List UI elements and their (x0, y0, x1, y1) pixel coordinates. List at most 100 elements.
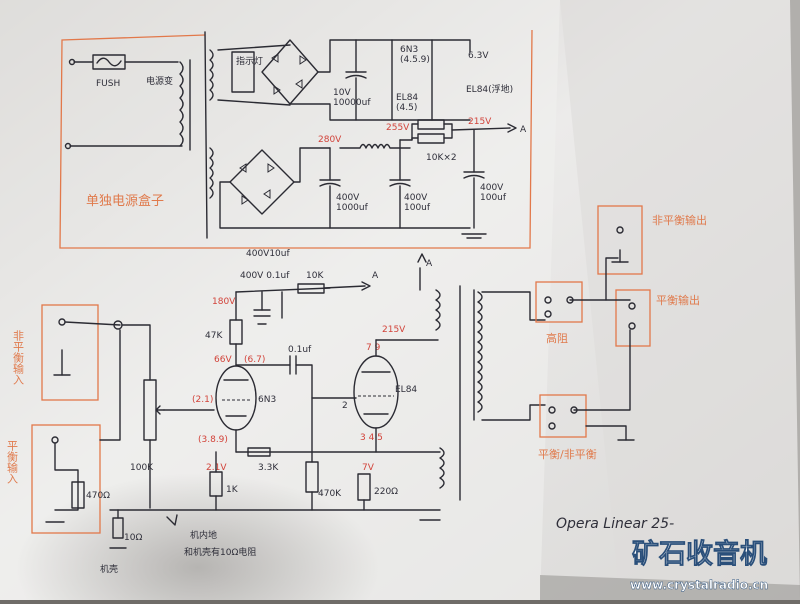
lamp-box (231, 51, 255, 93)
heater-wire-bot (217, 99, 291, 106)
watermark-cn: 矿石收音机 (632, 538, 767, 570)
lamp-label: 指示灯 (236, 55, 263, 67)
unbal-output-label: 非平衡输出 (652, 213, 707, 227)
bal-output-label: 平衡输出 (656, 293, 700, 307)
hi-z-contact-3 (544, 310, 552, 318)
power-box-frame (59, 29, 533, 249)
input-unbal-label: 非平衡输入 (12, 330, 25, 385)
tube2-cathode-pins: 3 4 5 (360, 433, 383, 443)
opt-node-a-arrow (417, 253, 427, 263)
bal-switch-wire (573, 329, 631, 411)
bplus-wire (235, 287, 331, 293)
res-wire-c (443, 123, 453, 139)
tube-6n3-label: 6N3 (258, 395, 276, 405)
heater-6n3-label: 6N3(4.5.9) (400, 45, 430, 65)
bplus-to-a (323, 285, 366, 289)
fuse-label: FUSH (96, 79, 120, 89)
ground-note: 和机壳有10Ω电阻 (184, 546, 256, 558)
signature: Opera Linear 25- (556, 516, 674, 532)
input-unbal-box (41, 304, 99, 401)
hand-shadow (0, 330, 520, 600)
hv-res-label: 10K×2 (426, 153, 457, 163)
res-10-label: 10Ω (124, 533, 142, 543)
res-470k-label: 470K (318, 489, 342, 499)
heater-positive-rail (317, 39, 471, 73)
node-a-arrow (507, 123, 517, 133)
tube1-pins-bottom: (3.8.9) (198, 435, 228, 445)
heater-negative-rail (289, 103, 471, 121)
res-wire-a (399, 123, 419, 141)
bal-switch-contact-3 (548, 422, 556, 430)
heater-secondary (209, 49, 214, 101)
output-block: 高阻 非平衡输出 平衡输出 平衡/非平衡 (473, 205, 707, 461)
bal-switch-label: 平衡/非平衡 (538, 448, 597, 461)
coupling-to-grid (295, 364, 357, 399)
hv-bridge (229, 149, 295, 215)
watermark-url: www.crystalradio.cn (630, 578, 768, 592)
hv-diodes (239, 163, 275, 205)
bal-output-box (615, 289, 651, 347)
transformer-label: 电源变 (146, 75, 173, 87)
pot-wiper (155, 405, 165, 415)
ground-arrow (166, 514, 178, 526)
v-66: 66V (214, 355, 232, 365)
hi-z-label: 高阻 (546, 331, 568, 345)
hi-z-to-unbal (569, 257, 619, 301)
v-215: 215V (382, 325, 406, 335)
amp-node-a: A (372, 271, 379, 281)
res-470-symbol (71, 481, 85, 509)
ground-label: 机内地 (190, 529, 217, 541)
opt-secondary (439, 447, 445, 489)
input-bal-label: 平衡输入 (6, 440, 19, 484)
hv-mid-voltage: 255V (386, 123, 410, 133)
hv-in-voltage: 280V (318, 135, 342, 145)
hv-secondary (209, 147, 214, 199)
hv-out-wire (451, 127, 511, 131)
cap3-plate-b (389, 182, 411, 187)
amp-node-a-arrow (361, 281, 371, 291)
cap-bypass-label: 400V 0.1uf (240, 271, 290, 281)
box-note: 单独电源盒子 (86, 193, 164, 209)
bal-output-jack-2 (628, 322, 636, 330)
bal-switch-contact-1 (548, 406, 556, 414)
tube1-pins-left: (2.1) (192, 395, 213, 405)
v-180: 180V (212, 297, 236, 307)
cap-top-label: 400V10uf (246, 249, 290, 259)
res-10k-label: 10K (306, 271, 324, 281)
under-sheet (540, 575, 800, 600)
bal-ground-wire (585, 425, 627, 441)
res-220-label: 220Ω (374, 487, 398, 497)
switch-to-pot (121, 324, 151, 381)
heater-voltage: 6.3V (468, 51, 489, 61)
tube2-pins-top: 7 9 (366, 343, 381, 353)
hv-rect-out (293, 147, 331, 183)
input-bal-wiring (54, 442, 79, 511)
float-note: EL84(浮地) (466, 83, 513, 95)
unbal-output-jack (616, 226, 624, 234)
input-unbal-wire (64, 321, 121, 326)
tube1-pins-top: (6.7) (244, 355, 265, 365)
heater-wire-top (217, 44, 291, 51)
res-1k-label: 1K (226, 485, 239, 495)
output-wire-top (481, 291, 546, 321)
cap2-plate-b (319, 182, 341, 187)
heater-el84-label: EL84(4.5) (396, 93, 418, 113)
cap4-plate-b (463, 174, 485, 179)
hi-z-contact-1 (544, 296, 552, 304)
input-bal-box (31, 424, 101, 534)
res-33k-label: 3.3K (258, 463, 279, 473)
output-transformer (477, 291, 483, 413)
opt-primary (435, 289, 441, 331)
res-33k-symbol (247, 447, 271, 457)
res-470-label: 470Ω (86, 491, 110, 501)
bal-switch-box (539, 394, 587, 438)
input-bal-wire (99, 329, 121, 441)
heater-diodes (271, 53, 307, 95)
pot-label: 100K (130, 463, 154, 473)
